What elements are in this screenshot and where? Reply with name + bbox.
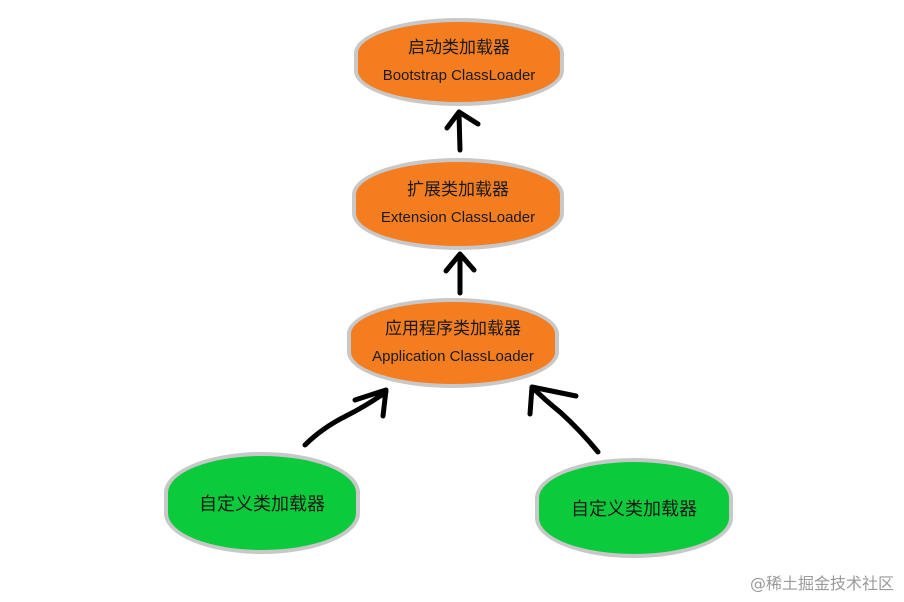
watermark-text: @稀土掘金技术社区 — [749, 574, 894, 593]
application-name: 应用程序类加载器 — [385, 319, 521, 339]
custom-left-name: 自定义类加载器 — [199, 494, 325, 515]
extension-name: 扩展类加载器 — [407, 180, 509, 200]
application-english: Application ClassLoader — [372, 348, 534, 365]
extension-english: Extension ClassLoader — [380, 209, 536, 226]
application-classloader-node: 应用程序类加载器 Application ClassLoader — [347, 298, 559, 388]
bootstrap-name: 启动类加载器 — [408, 38, 510, 58]
custom-classloader-right-node: 自定义类加载器 — [535, 458, 733, 558]
arrow-customleft-to-application — [302, 387, 389, 448]
arrow-extension-to-bootstrap — [444, 109, 481, 153]
extension-classloader-node: 扩展类加载器 Extension ClassLoader — [352, 158, 564, 250]
arrow-customright-to-application — [527, 384, 601, 455]
custom-classloader-left-node: 自定义类加载器 — [164, 452, 360, 554]
arrow-application-to-extension — [443, 251, 477, 296]
bootstrap-classloader-node: 启动类加载器 Bootstrap ClassLoader — [354, 18, 564, 106]
custom-right-name: 自定义类加载器 — [571, 499, 697, 520]
bootstrap-english: Bootstrap ClassLoader — [382, 67, 536, 84]
